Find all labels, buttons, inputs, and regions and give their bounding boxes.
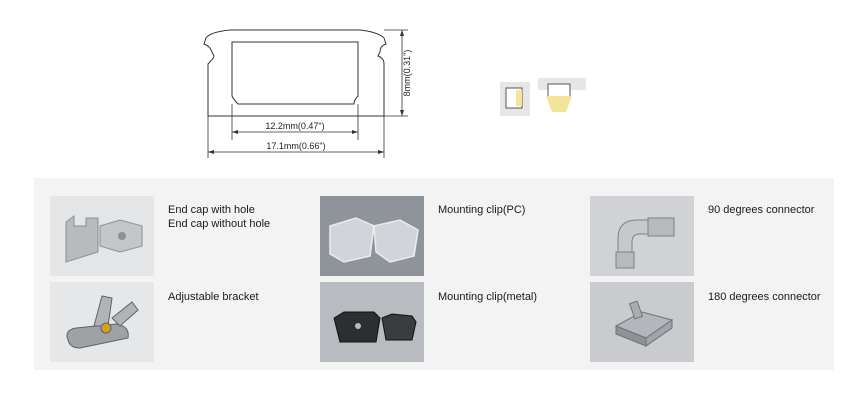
end-cap-label: End cap with hole End cap without hole [168,203,270,231]
end-cap-image [50,196,154,276]
mounting-illustration [500,74,590,124]
straight-connector-label: 180 degrees connector [708,291,821,303]
clear-clip-image [320,196,424,276]
metal-clip-label: Mounting clip(metal) [438,291,538,303]
end-cap-without-hole-text: End cap without hole [168,218,271,230]
bracket-label: Adjustable bracket [168,291,259,303]
bracket-image [50,282,154,362]
accessories-panel: End cap with hole End cap without hole M… [34,178,834,370]
straight-connector-image [590,282,694,362]
profile-drawing: 12.2mm(0.47") 17.1mm(0.66") 8mm(0.31") [190,18,422,168]
corner-connector-label: 90 degrees connector [708,204,815,216]
corner-connector-image [590,196,694,276]
inner-width-label: 12.2mm(0.47") [265,121,324,131]
height-label: 8mm(0.31") [402,50,412,97]
pc-clip-label: Mounting clip(PC) [438,204,526,216]
outer-width-label: 17.1mm(0.66") [266,141,325,151]
end-cap-with-hole-text: End cap with hole [168,204,255,216]
metal-clip-image [320,282,424,362]
